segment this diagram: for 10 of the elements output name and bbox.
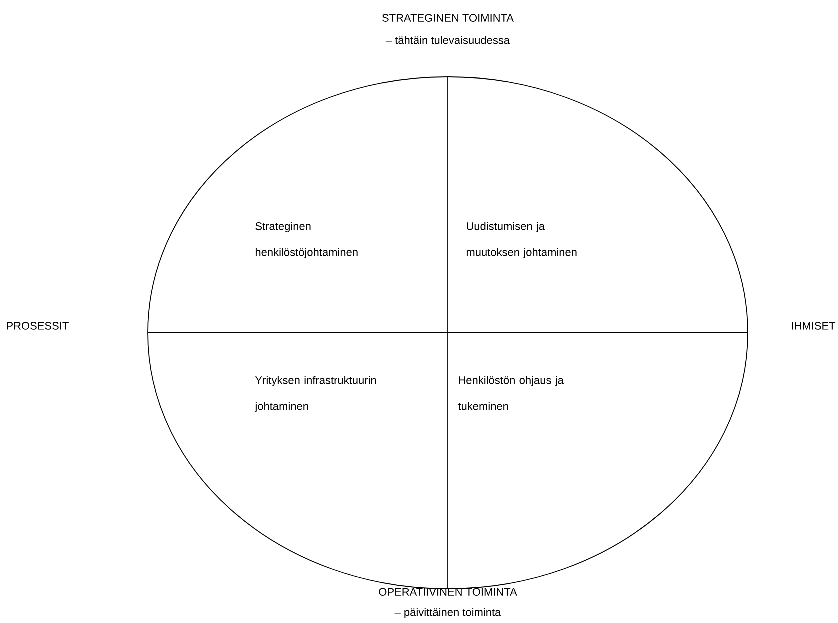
axis-label: STRATEGINEN TOIMINTA	[382, 14, 514, 22]
axis-label: – tähtäin tulevaisuudessa	[386, 36, 510, 44]
axis-label: PROSESSIT	[7, 322, 69, 330]
axis-label: IHMISET	[792, 322, 836, 330]
quadrant-text: Uudistumisen ja muutoksen johtaminen	[466, 222, 577, 258]
axis-label: – päivittäinen toiminta	[394, 608, 502, 618]
quadrant-text: Yrityksen infrastruktuurin johtaminen	[254, 376, 376, 412]
axis-label: OPERATIIVINEN TOIMINTA	[379, 588, 518, 596]
quadrant-text: Strateginen henkilöstöjohtaminen	[256, 222, 358, 258]
quadrant-text: Henkilöstön ohjaus ja tukeminen	[458, 376, 564, 410]
